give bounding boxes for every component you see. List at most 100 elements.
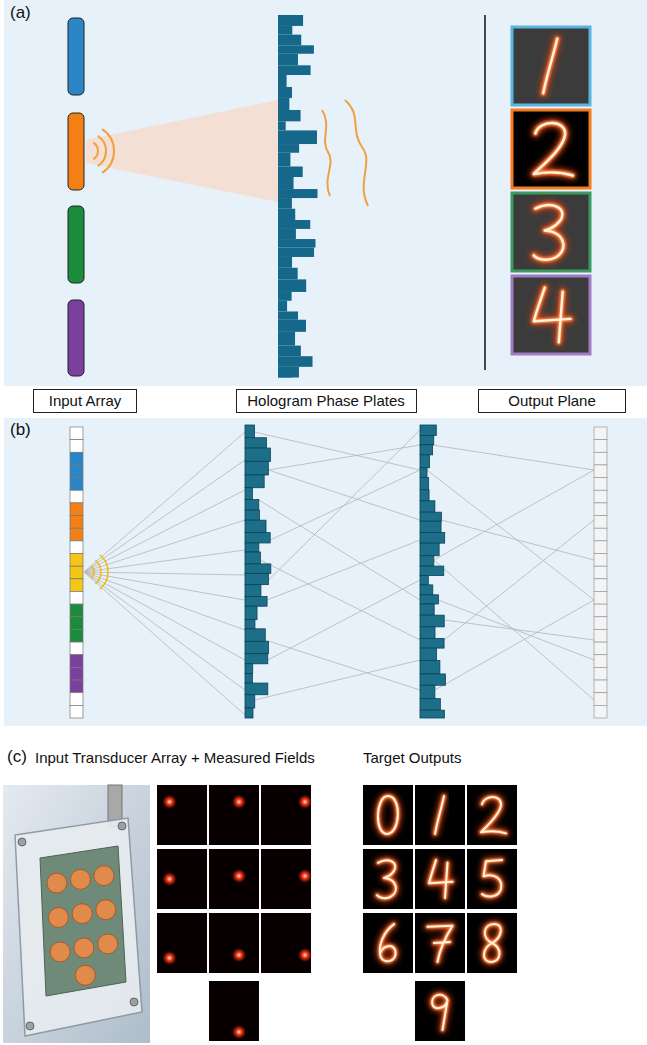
output-image-frame xyxy=(512,110,590,188)
panel-letter: (b) xyxy=(10,420,31,440)
phase-plate-bar xyxy=(278,15,303,26)
input-cell xyxy=(70,427,83,440)
digit-stroke xyxy=(429,860,453,898)
glow-layer xyxy=(534,288,571,343)
output-cell xyxy=(594,604,607,617)
output-cell xyxy=(594,705,607,718)
phase-plate-bar xyxy=(278,35,301,46)
screw xyxy=(18,838,26,846)
connection-line xyxy=(84,460,245,572)
connection-line xyxy=(438,600,594,660)
input-cell xyxy=(70,629,83,642)
phase-plate-bar xyxy=(245,573,269,584)
handwritten-digit-image xyxy=(428,926,453,962)
wave-arc xyxy=(102,129,114,173)
circuit-board xyxy=(40,846,126,996)
phase-plate-bar xyxy=(245,533,270,543)
transducer xyxy=(48,908,68,928)
phase-plate-bar xyxy=(278,153,290,167)
phase-plate-bar xyxy=(245,448,270,461)
target-output xyxy=(415,981,465,1041)
connection-line xyxy=(260,560,420,640)
input-cell xyxy=(70,465,83,478)
output-cell xyxy=(594,591,607,604)
connection-line xyxy=(84,490,245,572)
phase-plate-bar xyxy=(420,543,439,556)
connection-line xyxy=(255,432,420,470)
phase-plate-bar xyxy=(278,189,318,198)
phase-plate-bar xyxy=(245,510,259,520)
output-cell xyxy=(594,617,607,630)
phase-plate-bar xyxy=(278,257,292,268)
input-cell xyxy=(70,566,83,579)
output-image-frame xyxy=(512,27,590,105)
output-cell xyxy=(594,680,607,693)
connection-line xyxy=(84,572,245,690)
phase-plate-bar xyxy=(245,641,269,653)
digit-stroke xyxy=(481,797,506,833)
screw xyxy=(130,998,138,1006)
phase-plate-bar xyxy=(245,520,266,532)
input-cell xyxy=(70,642,83,655)
glow-layer xyxy=(429,860,453,898)
input-element xyxy=(68,113,84,190)
phase-plate-bar xyxy=(420,639,444,649)
phase-plate-bar xyxy=(278,26,292,35)
glow-layer xyxy=(378,796,398,834)
digit-stroke xyxy=(428,926,453,962)
glow-layer xyxy=(534,205,564,260)
glow-layer xyxy=(534,123,573,175)
handwritten-digit-image xyxy=(435,796,444,834)
phase-plate-bar xyxy=(245,708,253,718)
input-cell xyxy=(70,693,83,706)
connection-line xyxy=(84,572,245,630)
digit-stroke xyxy=(482,860,502,896)
measured-field xyxy=(157,849,207,909)
phase-plate-bar xyxy=(420,674,445,685)
phase-plate-bar xyxy=(245,654,268,664)
phase-plate-bar xyxy=(245,674,252,683)
input-element xyxy=(68,18,84,95)
glow-layer xyxy=(482,860,502,896)
panel-background xyxy=(4,0,647,386)
phase-plate-bar xyxy=(420,455,430,468)
input-cell xyxy=(70,667,83,680)
focal-spot xyxy=(232,1025,246,1039)
handwritten-digit-image xyxy=(380,924,396,961)
phase-plate-bar xyxy=(278,87,292,98)
phase-plate-bar xyxy=(245,488,252,500)
glow-layer xyxy=(484,924,501,962)
measured-field xyxy=(209,981,259,1041)
phase-plate-bar xyxy=(278,130,317,144)
phase-plate-bar xyxy=(245,664,253,674)
input-cell xyxy=(70,591,83,604)
input-cell xyxy=(70,617,83,630)
digit-stroke xyxy=(380,924,396,961)
output-cell xyxy=(594,554,607,567)
phase-plate-bar xyxy=(420,660,440,674)
phase-plate-bar xyxy=(420,490,429,501)
phase-plate-bar xyxy=(245,475,264,488)
focal-spot xyxy=(298,869,312,883)
wavefront xyxy=(345,100,368,206)
connection-lines xyxy=(84,430,594,715)
phase-plate-bar xyxy=(420,710,444,718)
phase-plate-bar xyxy=(420,699,440,710)
phase-plate-bar xyxy=(245,543,259,552)
box-label: Hologram Phase Plates xyxy=(247,393,405,410)
handwritten-digit-image xyxy=(481,797,506,833)
glow-layer xyxy=(432,995,447,1030)
digit-stroke xyxy=(432,995,447,1030)
target-output xyxy=(363,913,413,973)
target-output xyxy=(415,913,465,973)
wave-arc xyxy=(95,560,101,583)
glow-layer xyxy=(429,860,453,898)
glow-layer xyxy=(435,796,444,834)
focal-spot xyxy=(232,948,246,962)
phase-plate-bar xyxy=(278,377,292,378)
glow-layer xyxy=(380,924,396,961)
phase-plate-bar xyxy=(278,198,292,209)
glow-layer xyxy=(432,995,447,1030)
glow-layer xyxy=(428,926,453,962)
input-cell xyxy=(70,680,83,693)
